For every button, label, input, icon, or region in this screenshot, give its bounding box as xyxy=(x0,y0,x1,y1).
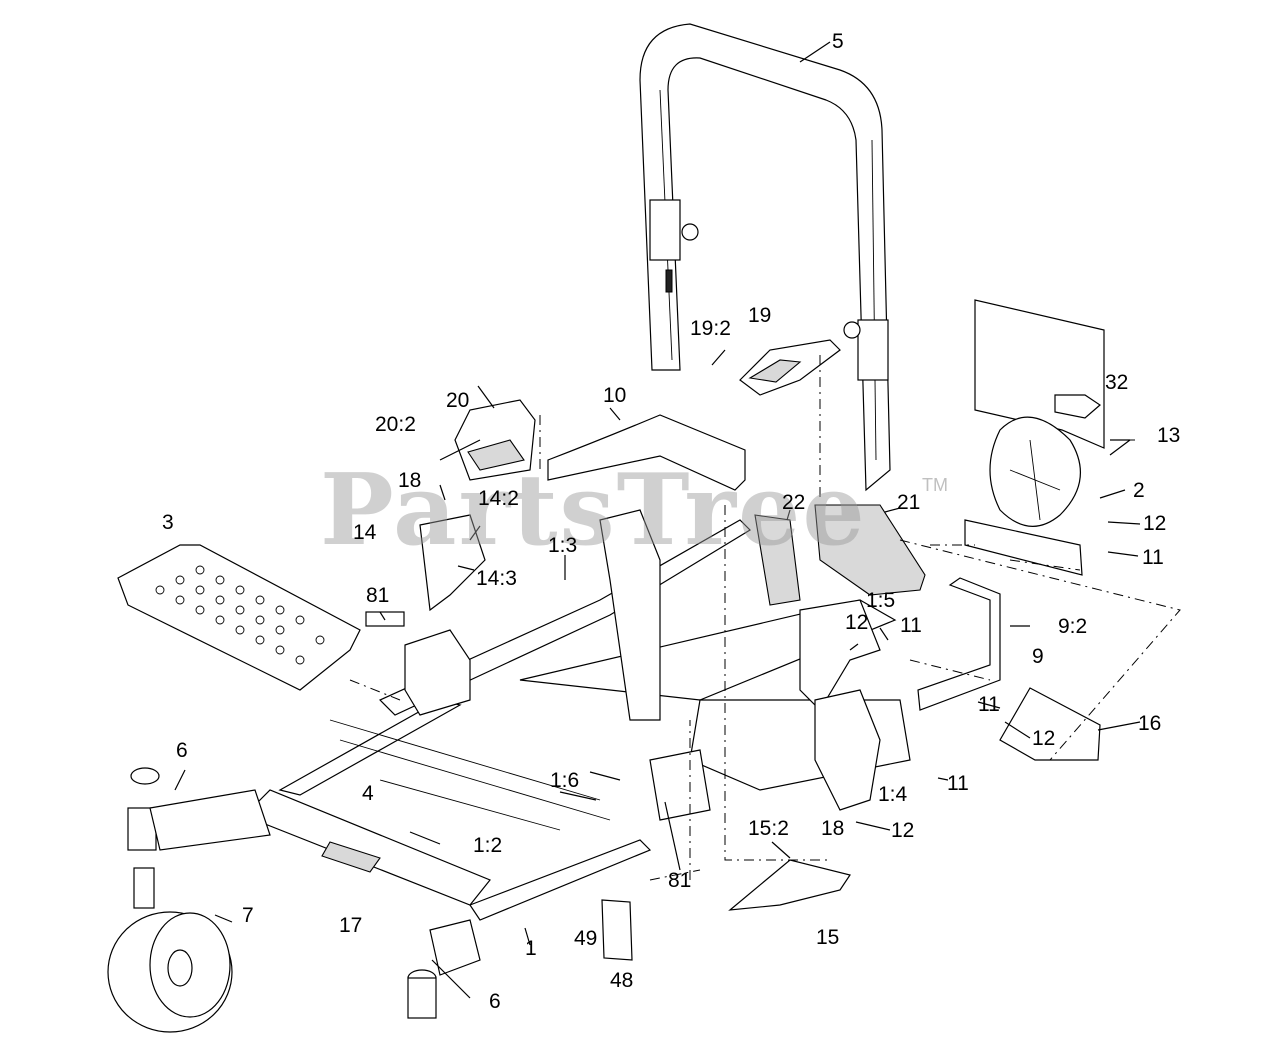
callout-10: 10 xyxy=(603,384,627,407)
callout-4: 4 xyxy=(362,782,374,805)
callout-9: 9 xyxy=(1032,645,1044,668)
callout-21: 21 xyxy=(897,491,921,514)
callout-16: 16 xyxy=(1138,712,1162,735)
callout-6-top: 6 xyxy=(176,739,188,762)
caster-wheel-part xyxy=(107,767,271,1033)
rear-plate-part xyxy=(964,299,1105,576)
callout-14: 14 xyxy=(353,521,377,544)
callout-20-2: 20:2 xyxy=(375,413,416,436)
access-plate-part xyxy=(728,859,851,911)
callout-11-top: 11 xyxy=(1142,546,1164,569)
callout-1-5: 1:5 xyxy=(866,589,896,612)
callout-1-2: 1:2 xyxy=(473,834,503,857)
callout-3: 3 xyxy=(162,511,174,534)
callout-14-2: 14:2 xyxy=(478,487,519,510)
callout-32: 32 xyxy=(1105,371,1129,394)
trademark-mark: TM xyxy=(922,475,948,495)
callout-2: 2 xyxy=(1133,479,1145,502)
side-panel-part xyxy=(814,504,926,596)
callout-22: 22 xyxy=(782,491,806,514)
callout-49: 49 xyxy=(574,927,598,950)
callout-6-bottom: 6 xyxy=(489,990,501,1013)
callout-9-2: 9:2 xyxy=(1058,615,1088,638)
callout-81-bottom: 81 xyxy=(668,869,692,892)
callout-17: 17 xyxy=(339,914,363,937)
callout-1-3: 1:3 xyxy=(548,534,578,557)
callout-12-right: 12 xyxy=(1032,727,1056,750)
leader-lines xyxy=(174,41,1141,999)
footplate-part xyxy=(117,544,361,691)
callout-12-mid: 12 xyxy=(845,611,869,634)
callout-48: 48 xyxy=(610,969,634,992)
callout-19: 19 xyxy=(748,304,772,327)
callout-18-bottom: 18 xyxy=(821,817,845,840)
roll-bar-part xyxy=(639,23,891,492)
callout-5: 5 xyxy=(832,30,844,53)
shield-part xyxy=(1054,394,1101,419)
crossmember-part xyxy=(547,414,746,491)
callout-7: 7 xyxy=(242,904,254,927)
callout-11-right: 11 xyxy=(978,693,1000,716)
side-panel-left-part xyxy=(754,514,801,606)
main-frame-part xyxy=(254,509,911,976)
callout-12-top: 12 xyxy=(1143,512,1167,535)
small-bracket-part xyxy=(601,899,633,961)
callout-11-bottom: 11 xyxy=(947,772,969,795)
callout-15-2: 15:2 xyxy=(748,817,789,840)
callout-15: 15 xyxy=(816,926,840,949)
assembly-lines xyxy=(349,355,1181,881)
callout-12-bottom: 12 xyxy=(891,819,915,842)
callout-1-6: 1:6 xyxy=(550,769,580,792)
callout-14-3: 14:3 xyxy=(476,567,517,590)
callout-1: 1 xyxy=(525,937,537,960)
callout-1-4: 1:4 xyxy=(878,783,908,806)
callout-11-mid: 11 xyxy=(900,614,922,637)
cover-part xyxy=(999,687,1101,761)
mount-bracket-part xyxy=(419,514,486,612)
callout-20: 20 xyxy=(446,389,470,412)
callout-19-2: 19:2 xyxy=(690,317,731,340)
callout-81-left: 81 xyxy=(366,584,390,607)
callout-13: 13 xyxy=(1157,424,1181,447)
bumper-part xyxy=(917,577,1001,711)
partstree-watermark: PartsTree xyxy=(320,453,867,568)
callout-18-top: 18 xyxy=(398,469,422,492)
